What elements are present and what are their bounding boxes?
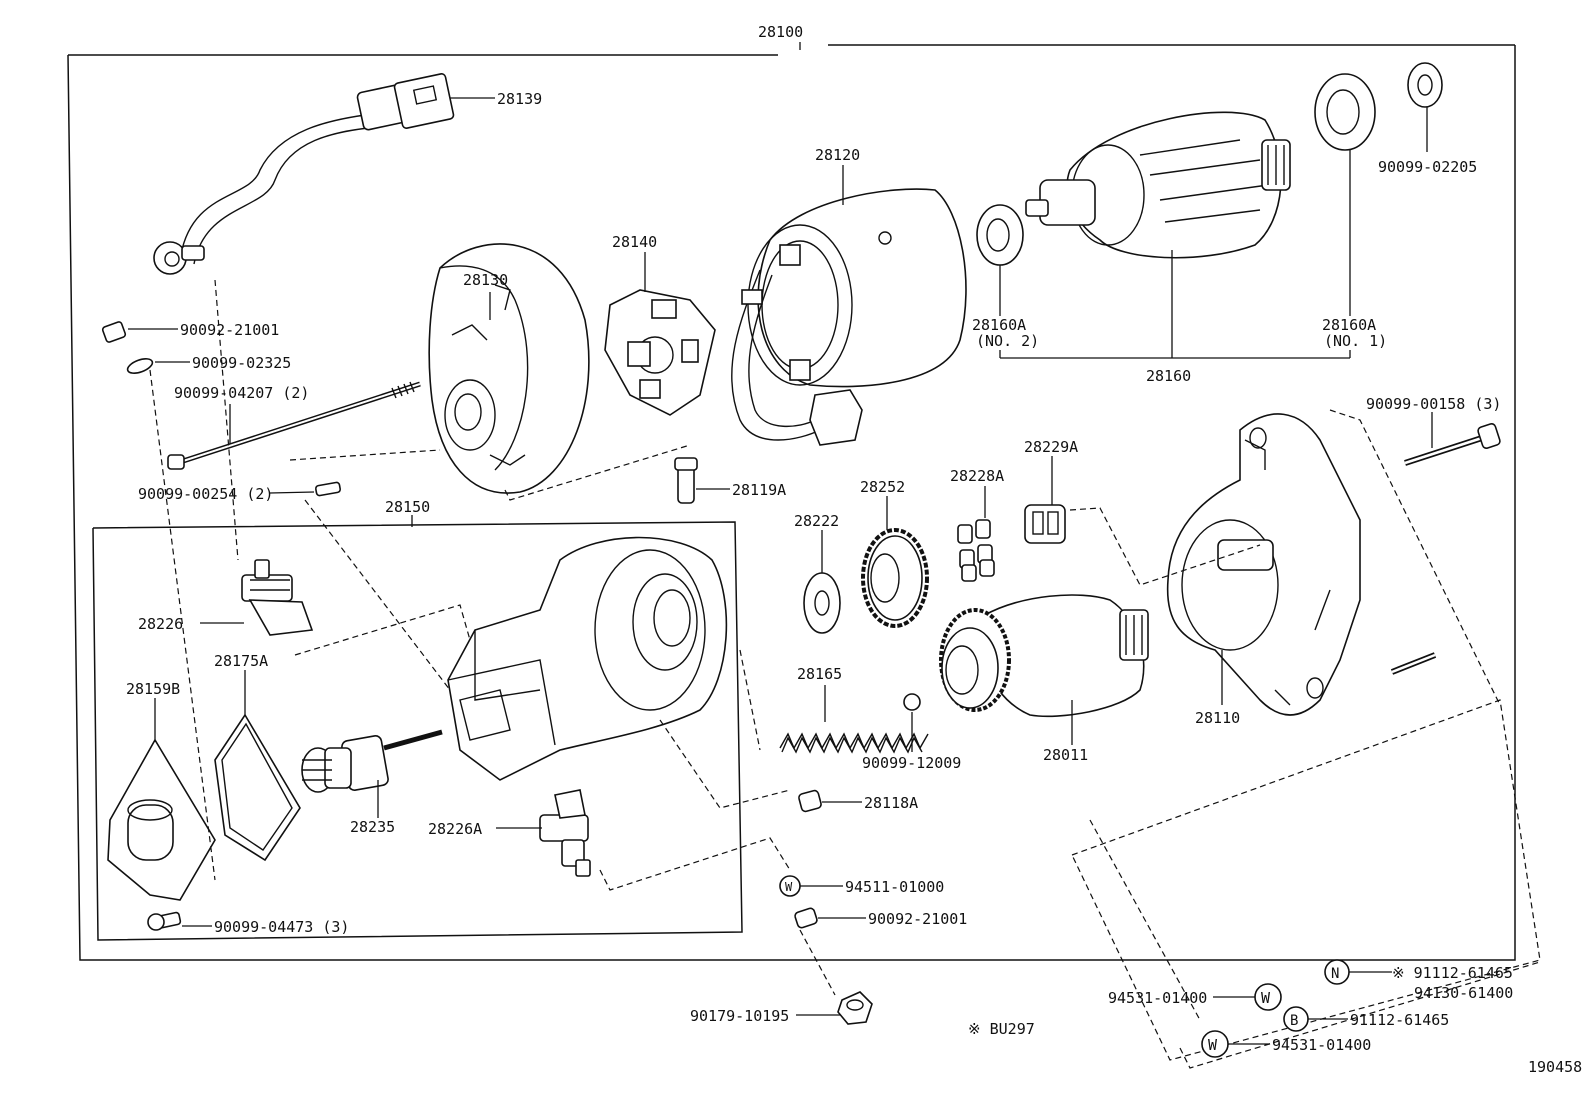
drive-housing-part-number: 28110	[1195, 709, 1240, 727]
stud-bolt	[1390, 652, 1437, 675]
terminal-bottom-part-number: 28226A	[428, 820, 482, 838]
n-part-number-b: 94130-61400	[1414, 984, 1513, 1002]
b-part-number: 91112-61465	[1350, 1011, 1449, 1029]
w-bottom-part-number: 94531-01400	[1272, 1036, 1371, 1054]
connector-part-number: 28139	[497, 90, 542, 108]
note-reference: ※ BU297	[968, 1020, 1035, 1038]
b-marker-letter: B	[1290, 1013, 1298, 1029]
b-marker: B	[1283, 1006, 1309, 1032]
idler-washer-part-number: 28222	[794, 512, 839, 530]
brush-holder	[604, 289, 716, 416]
clutch	[939, 594, 1149, 718]
idler-washer	[803, 572, 841, 634]
gasket	[214, 713, 301, 862]
end-frame	[428, 243, 590, 494]
bearing-no1-part-number: 28160A	[1322, 316, 1376, 334]
washer-top-part-number: 90099-02205	[1378, 158, 1477, 176]
w-marker-bottom-letter: W	[1208, 1036, 1218, 1054]
assembly-frame	[67, 45, 1516, 961]
plunger-part-number: 28235	[350, 818, 395, 836]
w-marker-left: W	[1254, 983, 1282, 1011]
clutch-part-number: 28011	[1043, 746, 1088, 764]
hardware-group-frame	[1071, 699, 1541, 1061]
return-spring	[779, 732, 929, 754]
housing-bolt	[1404, 422, 1501, 466]
bearing-no1	[1314, 73, 1376, 151]
diagram-code: 190458	[1528, 1058, 1582, 1076]
washer-w-marker-letter: W	[785, 880, 793, 894]
through-bolt	[167, 381, 421, 470]
terminal-top-part-number: 28226	[138, 615, 183, 633]
drive-housing	[1166, 413, 1361, 716]
terminal-bottom	[539, 789, 591, 877]
nut-small-part-number: 90092-21001	[180, 321, 279, 339]
nut-bottom	[794, 907, 818, 929]
w-marker-bottom: W	[1201, 1030, 1229, 1058]
housing-bolt-part-number: 90099-00158 (3)	[1366, 395, 1501, 413]
cover-bolt	[147, 911, 182, 931]
solenoid-cover	[107, 738, 216, 901]
washer-w-marker: W	[779, 875, 801, 897]
n-part-number-a: ※ 91112-61465	[1392, 964, 1513, 982]
n-marker: N	[1324, 959, 1350, 985]
gasket-part-number: 28175A	[214, 652, 268, 670]
end-frame-part-number: 28130	[463, 271, 508, 289]
brush-holder-part-number: 28140	[612, 233, 657, 251]
solenoid-group-frame	[92, 521, 743, 941]
bearing-no1-sub-label: (NO. 1)	[1324, 332, 1387, 350]
screw-small	[314, 481, 342, 497]
w-marker-left-letter: W	[1261, 989, 1271, 1007]
rollers	[957, 519, 995, 582]
n-marker-letter: N	[1331, 966, 1339, 982]
cap-nut	[837, 991, 873, 1025]
clutch-retainer	[1024, 504, 1066, 544]
nut-bottom-part-number: 90092-21001	[868, 910, 967, 928]
washer-small-part-number: 90099-02325	[192, 354, 291, 372]
cover-bolt-part-number: 90099-04473 (3)	[214, 918, 349, 936]
screw-small-part-number: 90099-00254 (2)	[138, 485, 273, 503]
steel-ball-part-number: 90099-12009	[862, 754, 961, 772]
through-bolt-part-number: 90099-04207 (2)	[174, 384, 309, 402]
return-spring-part-number: 28165	[797, 665, 842, 683]
washer-w-part-number: 94511-01000	[845, 878, 944, 896]
screw-small-leader	[269, 491, 315, 494]
assembly-part-number: 28100	[758, 23, 803, 41]
cover-part-number: 28159B	[126, 680, 180, 698]
washer-small	[126, 358, 154, 374]
idler-gear-part-number: 28252	[860, 478, 905, 496]
nut-small	[101, 321, 127, 343]
bearing-no2	[976, 204, 1024, 266]
cap-nut-part-number: 90179-10195	[690, 1007, 789, 1025]
brush-spring-part-number: 28119A	[732, 481, 786, 499]
armature-part-number: 28160	[1146, 367, 1191, 385]
bearing-no2-part-number: 28160A	[972, 316, 1026, 334]
alignment-lines	[149, 279, 1541, 1069]
clutch-retainer-part-number: 28229A	[1024, 438, 1078, 456]
brush-spring	[674, 457, 698, 504]
w-left-part-number: 94531-01400	[1108, 989, 1207, 1007]
solenoid-housing	[447, 536, 728, 781]
terminal-top	[241, 559, 314, 636]
steel-ball	[903, 693, 921, 711]
connector-lead-wire	[153, 73, 455, 275]
yoke	[731, 188, 967, 446]
yoke-part-number: 28120	[815, 146, 860, 164]
idler-gear	[861, 528, 929, 628]
bearing-no2-sub-label: (NO. 2)	[976, 332, 1039, 350]
solenoid-group-part-number: 28150	[385, 498, 430, 516]
rollers-part-number: 28228A	[950, 467, 1004, 485]
armature	[1025, 111, 1291, 259]
washer-top	[1407, 62, 1443, 108]
boot-part-number: 28118A	[864, 794, 918, 812]
boot	[798, 789, 822, 813]
plunger	[301, 729, 443, 793]
